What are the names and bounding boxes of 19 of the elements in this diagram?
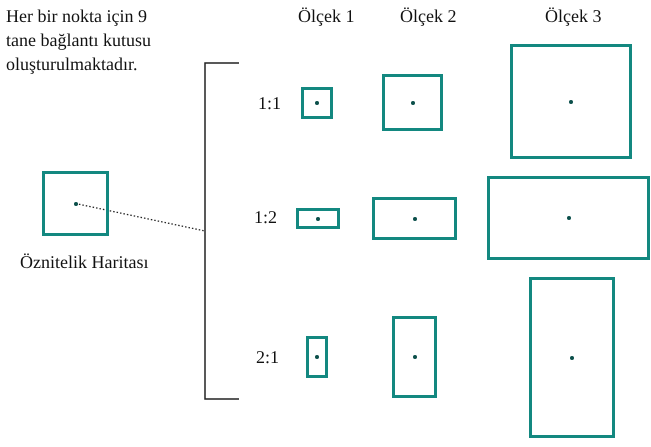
anchor-box bbox=[529, 277, 615, 438]
anchor-box bbox=[296, 208, 340, 229]
anchor-box bbox=[510, 44, 632, 159]
bracket bbox=[204, 62, 239, 400]
anchor-box bbox=[382, 74, 443, 131]
anchor-box bbox=[301, 87, 333, 119]
note: Her bir nokta için 9 tane bağlantı kutusu oluşturulmaktadır. bbox=[6, 5, 152, 76]
anchor-box bbox=[392, 316, 437, 398]
column-heading: Ölçek 3 bbox=[545, 5, 602, 28]
row-label: 1:1 bbox=[258, 92, 282, 115]
anchor-box bbox=[487, 176, 650, 260]
anchor-box bbox=[306, 336, 328, 378]
feature-map-box bbox=[42, 171, 109, 236]
column-heading: Ölçek 1 bbox=[298, 5, 354, 28]
anchor-box bbox=[372, 197, 457, 240]
node-label: Öznitelik Haritası bbox=[20, 251, 148, 274]
column-heading: Ölçek 2 bbox=[400, 5, 456, 28]
row-label: 1:2 bbox=[254, 206, 278, 229]
row-label: 2:1 bbox=[256, 346, 280, 369]
